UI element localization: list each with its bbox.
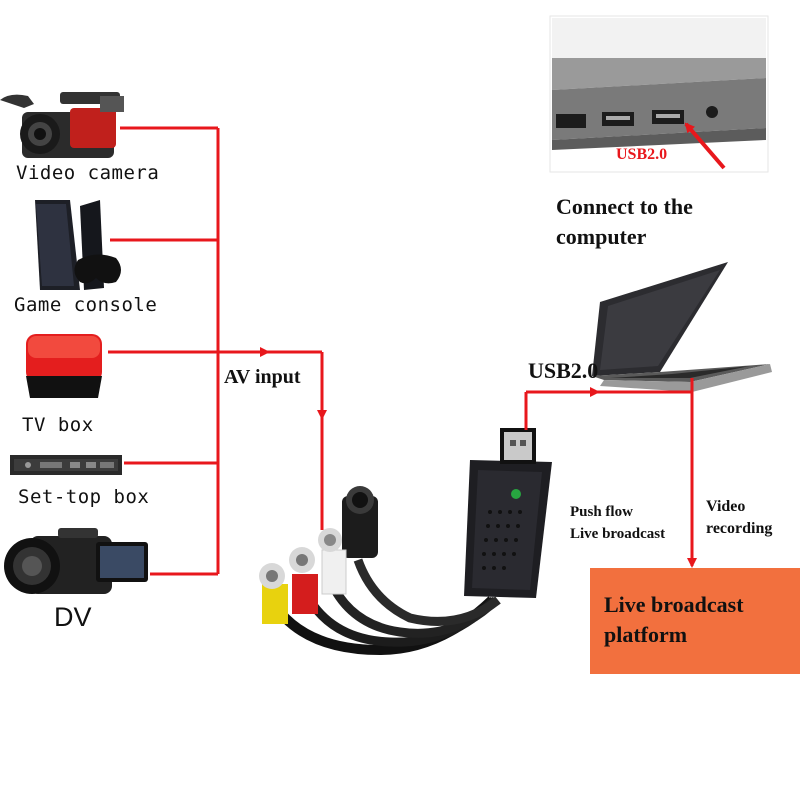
- set-top-box-icon: [10, 455, 122, 475]
- usb-port-label: USB2.0: [616, 146, 668, 163]
- device-label-game-console: Game console: [14, 294, 158, 316]
- push-flow-label-line1: Push flow: [570, 504, 633, 520]
- device-label-dv: DV: [54, 602, 92, 632]
- dv-camcorder-icon: [4, 528, 148, 594]
- video-recording-label-line2: recording: [706, 520, 773, 537]
- live-broadcast-platform-box: Live broadcast platform: [590, 568, 800, 674]
- laptop-icon: [592, 262, 772, 392]
- device-label-tv-box: TV box: [22, 414, 94, 436]
- connection-lines: [108, 126, 697, 576]
- video-camera-icon: [0, 92, 124, 158]
- connect-label-line2: computer: [556, 224, 647, 249]
- video-recording-label-line1: Video: [706, 498, 746, 515]
- device-label-video-camera: Video camera: [16, 162, 160, 184]
- tv-box-icon: [26, 334, 102, 398]
- capture-device-icon: [259, 428, 552, 656]
- connect-label-line1: Connect to the: [556, 194, 693, 219]
- push-flow-label-line2: Live broadcast: [570, 526, 666, 542]
- laptop-port-closeup-icon: [549, 15, 769, 173]
- game-console-icon: [35, 200, 121, 290]
- device-label-set-top-box: Set-top box: [18, 486, 150, 508]
- av-input-label: AV input: [224, 366, 301, 388]
- usb-link-label: USB2.0: [528, 358, 599, 383]
- platform-label: Live broadcast platform: [604, 592, 744, 647]
